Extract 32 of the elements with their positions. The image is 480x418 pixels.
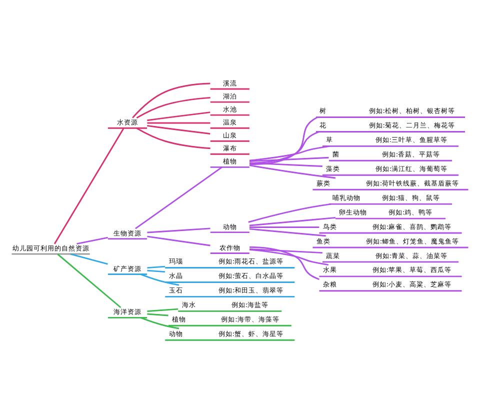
connector — [249, 216, 336, 226]
connector — [76, 236, 108, 244]
connector — [250, 116, 318, 164]
connector — [147, 308, 178, 312]
connector — [248, 202, 332, 222]
connector — [136, 96, 210, 118]
connector — [132, 82, 210, 118]
connector — [147, 269, 166, 272]
connector — [250, 246, 320, 280]
connector — [147, 122, 210, 124]
connector — [136, 127, 210, 149]
connector — [147, 124, 210, 134]
connector — [249, 162, 322, 166]
connector — [249, 248, 322, 254]
connector — [249, 226, 320, 228]
connector — [140, 316, 180, 329]
connector — [249, 164, 336, 178]
connector — [140, 273, 180, 286]
connector — [54, 127, 124, 244]
connector — [147, 111, 210, 121]
connector — [70, 252, 108, 264]
connector — [57, 253, 122, 308]
connector — [250, 130, 320, 164]
connector — [147, 227, 210, 233]
connector — [249, 248, 329, 266]
connector — [147, 265, 166, 268]
connector — [249, 144, 330, 161]
connector — [135, 166, 222, 229]
connector — [249, 228, 326, 236]
connector — [147, 312, 168, 316]
connector — [249, 156, 329, 162]
connector — [147, 235, 210, 246]
